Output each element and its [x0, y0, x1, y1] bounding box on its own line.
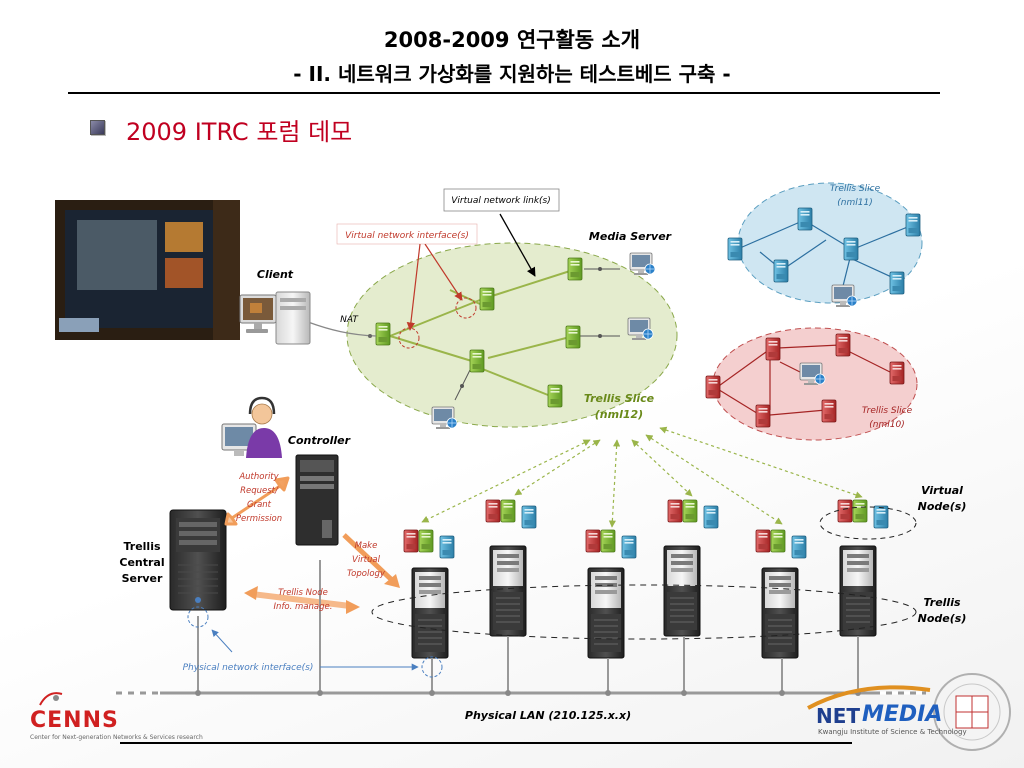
- title-divider: [68, 92, 940, 94]
- photo-app-window: [77, 220, 157, 290]
- client-pc-icon: [239, 291, 311, 345]
- slide-title-line2: - II. 네트워크 가상화를 지원하는 테스트베드 구축 -: [293, 62, 731, 86]
- label-slice-nml12-id: (nml12): [595, 408, 643, 421]
- slide-title-line1: 2008-2009 연구활동 소개: [383, 28, 641, 52]
- make-topology-arrow: [342, 533, 400, 588]
- label-controller: Controller: [288, 434, 351, 447]
- bullet-square-icon: [90, 120, 105, 135]
- photo-video-window: [165, 222, 203, 252]
- label-authority-3: Grant: [247, 500, 272, 510]
- label-trellis-nodes-2: Node(s): [918, 612, 967, 625]
- photo-name-tag: [59, 318, 99, 332]
- node-info-arrow: [244, 586, 360, 614]
- slice-nml10: [705, 327, 918, 441]
- label-authority-1: Authority: [238, 472, 279, 482]
- label-trellis-nodes-1: Trellis: [923, 596, 960, 609]
- label-authority-2: Request/: [240, 486, 279, 496]
- label-virtual-nodes-2: Node(s): [918, 500, 967, 513]
- label-virtual-network-interface: Virtual network interface(s): [345, 231, 469, 241]
- cenns-logo-mark: [39, 692, 63, 706]
- physical-lan: [110, 560, 926, 696]
- netmedia-logo-swoosh: [807, 685, 931, 710]
- label-slice-nml10-id: (nml10): [869, 420, 904, 430]
- footer-divider: [120, 742, 852, 744]
- label-client: Client: [257, 268, 294, 281]
- trellis-node-5: [756, 530, 806, 659]
- cenns-logo-text: CENNS: [30, 708, 119, 733]
- slice-nml12: [346, 242, 678, 430]
- label-central-server-2: Central: [119, 556, 164, 569]
- label-central-server-3: Server: [122, 572, 163, 585]
- gist-seal-logo: [933, 673, 1011, 751]
- label-make-topology-2: Virtual: [352, 555, 381, 565]
- netmedia-logo-net: NET: [816, 704, 861, 728]
- authority-arrow: [224, 476, 290, 526]
- netmedia-logo-subtitle: Kwangju Institute of Science & Technolog…: [818, 728, 967, 736]
- label-nat: NAT: [340, 315, 359, 325]
- label-node-info-2: Info. manage.: [274, 602, 333, 612]
- netmedia-logo-media: MEDIA: [862, 702, 943, 727]
- label-slice-nml12-title: Trellis Slice: [584, 392, 655, 405]
- label-make-topology-1: Make: [355, 541, 378, 551]
- trellis-node-6: [838, 500, 888, 637]
- label-slice-nml11-title: Trellis Slice: [830, 184, 881, 194]
- trellis-node-1: [404, 530, 454, 659]
- label-media-server: Media Server: [589, 230, 672, 243]
- label-central-server-1: Trellis: [123, 540, 160, 553]
- trellis-node-2: [486, 500, 536, 637]
- label-physical-interface: Physical network interface(s): [183, 663, 314, 673]
- label-node-info-1: Trellis Node: [278, 588, 328, 598]
- label-authority-4: Permission: [236, 514, 282, 524]
- central-server-icon: [169, 509, 227, 611]
- trellis-node-4: [663, 500, 718, 637]
- label-virtual-nodes-1: Virtual: [921, 484, 963, 497]
- label-physical-lan: Physical LAN (210.125.x.x): [465, 709, 631, 722]
- label-slice-nml10-title: Trellis Slice: [862, 406, 913, 416]
- label-slice-nml11-id: (nml11): [837, 198, 872, 208]
- controller-server-icon: [295, 454, 339, 546]
- section-subtitle: 2009 ITRC 포럼 데모: [126, 118, 353, 146]
- photo-background: [213, 200, 240, 340]
- cenns-logo-subtitle: Center for Next-generation Networks & Se…: [30, 734, 203, 741]
- demo-photo: [55, 200, 240, 340]
- controller-operator-icon: [221, 396, 282, 458]
- slice-nml11: [727, 182, 923, 308]
- photo-video-window: [165, 258, 203, 288]
- label-make-topology-3: Topology: [347, 569, 386, 579]
- label-virtual-network-link: Virtual network link(s): [451, 196, 551, 206]
